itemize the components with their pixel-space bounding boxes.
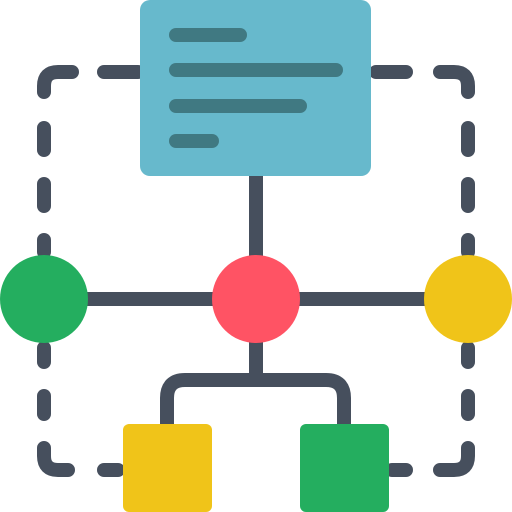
connector-branch-to-leaves — [160, 373, 351, 428]
document-icon — [140, 0, 371, 176]
boundary-corner-bottom-left — [37, 441, 75, 477]
boundary-corner-bottom-right — [433, 441, 475, 477]
yellow-square-node — [123, 424, 212, 512]
document-node — [140, 0, 371, 176]
document-text-lines — [169, 28, 343, 148]
green-square-node — [300, 424, 389, 512]
yellow-circle-node — [424, 255, 512, 343]
connectors — [86, 172, 426, 428]
boundary-corner-top-right — [433, 65, 475, 99]
red-circle-node — [212, 255, 300, 343]
green-circle-node — [0, 255, 88, 343]
boundary-corner-top-left — [37, 65, 79, 99]
dashed-boundary — [37, 65, 475, 477]
